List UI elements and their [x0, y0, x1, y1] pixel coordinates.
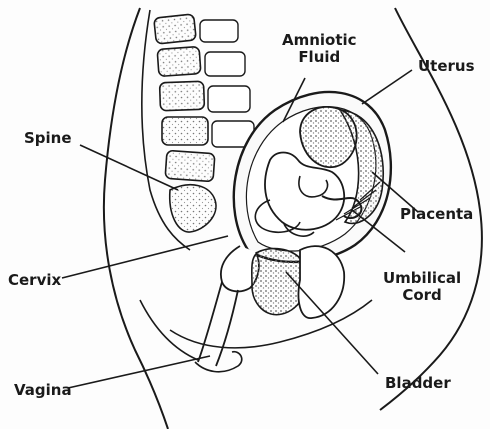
leader-spine [80, 145, 178, 190]
label-umbilical-cord: Umbilical Cord [383, 270, 461, 304]
label-cervix: Cervix [8, 272, 61, 289]
pubic-bone [299, 246, 345, 318]
sacrum [170, 185, 216, 232]
label-spine: Spine [24, 130, 72, 147]
label-amniotic-fluid-line1: Amniotic [282, 32, 357, 49]
label-umbilical-cord-line1: Umbilical [383, 270, 461, 287]
leader-uterus [362, 70, 412, 104]
label-bladder: Bladder [385, 375, 451, 392]
leader-vagina [68, 356, 210, 388]
label-amniotic-fluid-line2: Fluid [282, 49, 357, 66]
buttock-line [140, 300, 198, 360]
label-placenta: Placenta [400, 206, 473, 223]
leader-cervix [62, 236, 228, 278]
label-amniotic-fluid: Amniotic Fluid [282, 32, 357, 66]
vagina-canal [198, 282, 238, 366]
label-vagina: Vagina [14, 382, 72, 399]
label-umbilical-cord-line2: Cord [383, 287, 461, 304]
label-uterus: Uterus [418, 58, 475, 75]
